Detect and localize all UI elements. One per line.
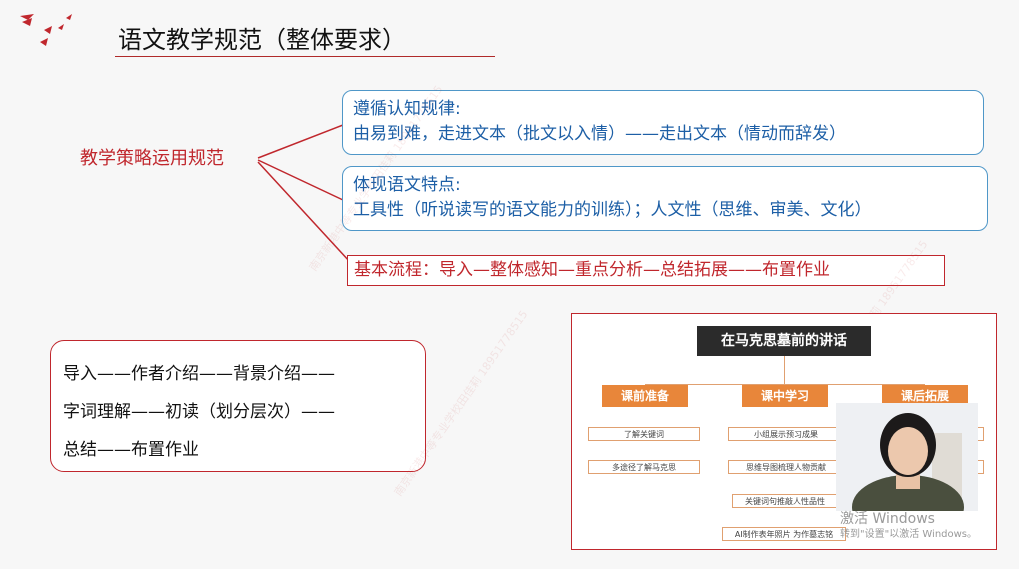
activation-line-2: 转到"设置"以激活 Windows。: [840, 529, 978, 540]
webcam-video: [836, 403, 978, 511]
steps-line-2: 字词理解——初读（划分层次）——: [63, 402, 335, 422]
column-tag-post: 课后拓展: [882, 385, 968, 407]
column-tag-pre: 课前准备: [602, 385, 688, 407]
title-underline: [115, 56, 495, 57]
basic-flow-box: 基本流程：导入—整体感知—重点分析—总结拓展——布置作业: [347, 255, 945, 286]
slide-title: 语文教学规范（整体要求）: [118, 26, 406, 54]
cognitive-law-text: 由易到难，走进文本（批文以入情）——走出文本（情动而辞发）: [353, 124, 846, 144]
presenter-avatar-icon: [836, 403, 978, 511]
strategy-label: 教学策略运用规范: [80, 148, 224, 169]
mindmap-node: 关键词句推敲人性品性: [732, 494, 838, 508]
steps-line-3: 总结——布置作业: [63, 440, 199, 460]
cognitive-law-box: 遵循认知规律: 由易到难，走进文本（批文以入情）——走出文本（情动而辞发）: [342, 90, 984, 155]
column-tag-in: 课中学习: [742, 385, 828, 407]
steps-box: 导入——作者介绍——背景介绍—— 字词理解——初读（划分层次）—— 总结——布置…: [50, 340, 426, 472]
steps-line-1: 导入——作者介绍——背景介绍——: [63, 364, 335, 384]
mindmap-node: 小组展示预习成果: [728, 427, 844, 441]
mindmap-node: 思维导图梳理人物贡献: [728, 460, 844, 474]
mindmap-title: 在马克思墓前的讲话: [697, 326, 871, 356]
birds-logo-icon: [20, 14, 72, 46]
mindmap-node: 多途径了解马克思: [588, 460, 700, 474]
mindmap-connector: [784, 356, 785, 384]
chinese-traits-heading: 体现语文特点:: [353, 175, 461, 195]
mindmap-node: 了解关键词: [588, 427, 700, 441]
cognitive-law-heading: 遵循认知规律:: [353, 99, 461, 119]
windows-activation-watermark: 激活 Windows 转到"设置"以激活 Windows。: [840, 510, 977, 542]
chinese-traits-box: 体现语文特点: 工具性（听说读写的语文能力的训练）；人文性（思维、审美、文化）: [342, 166, 988, 231]
chinese-traits-text: 工具性（听说读写的语文能力的训练）；人文性（思维、审美、文化）: [353, 200, 872, 220]
mindmap-node: AI制作表年照片 为作墓志铭: [722, 527, 846, 541]
mindmap-connector: [645, 384, 925, 385]
activation-line-1: 激活 Windows: [840, 511, 935, 527]
